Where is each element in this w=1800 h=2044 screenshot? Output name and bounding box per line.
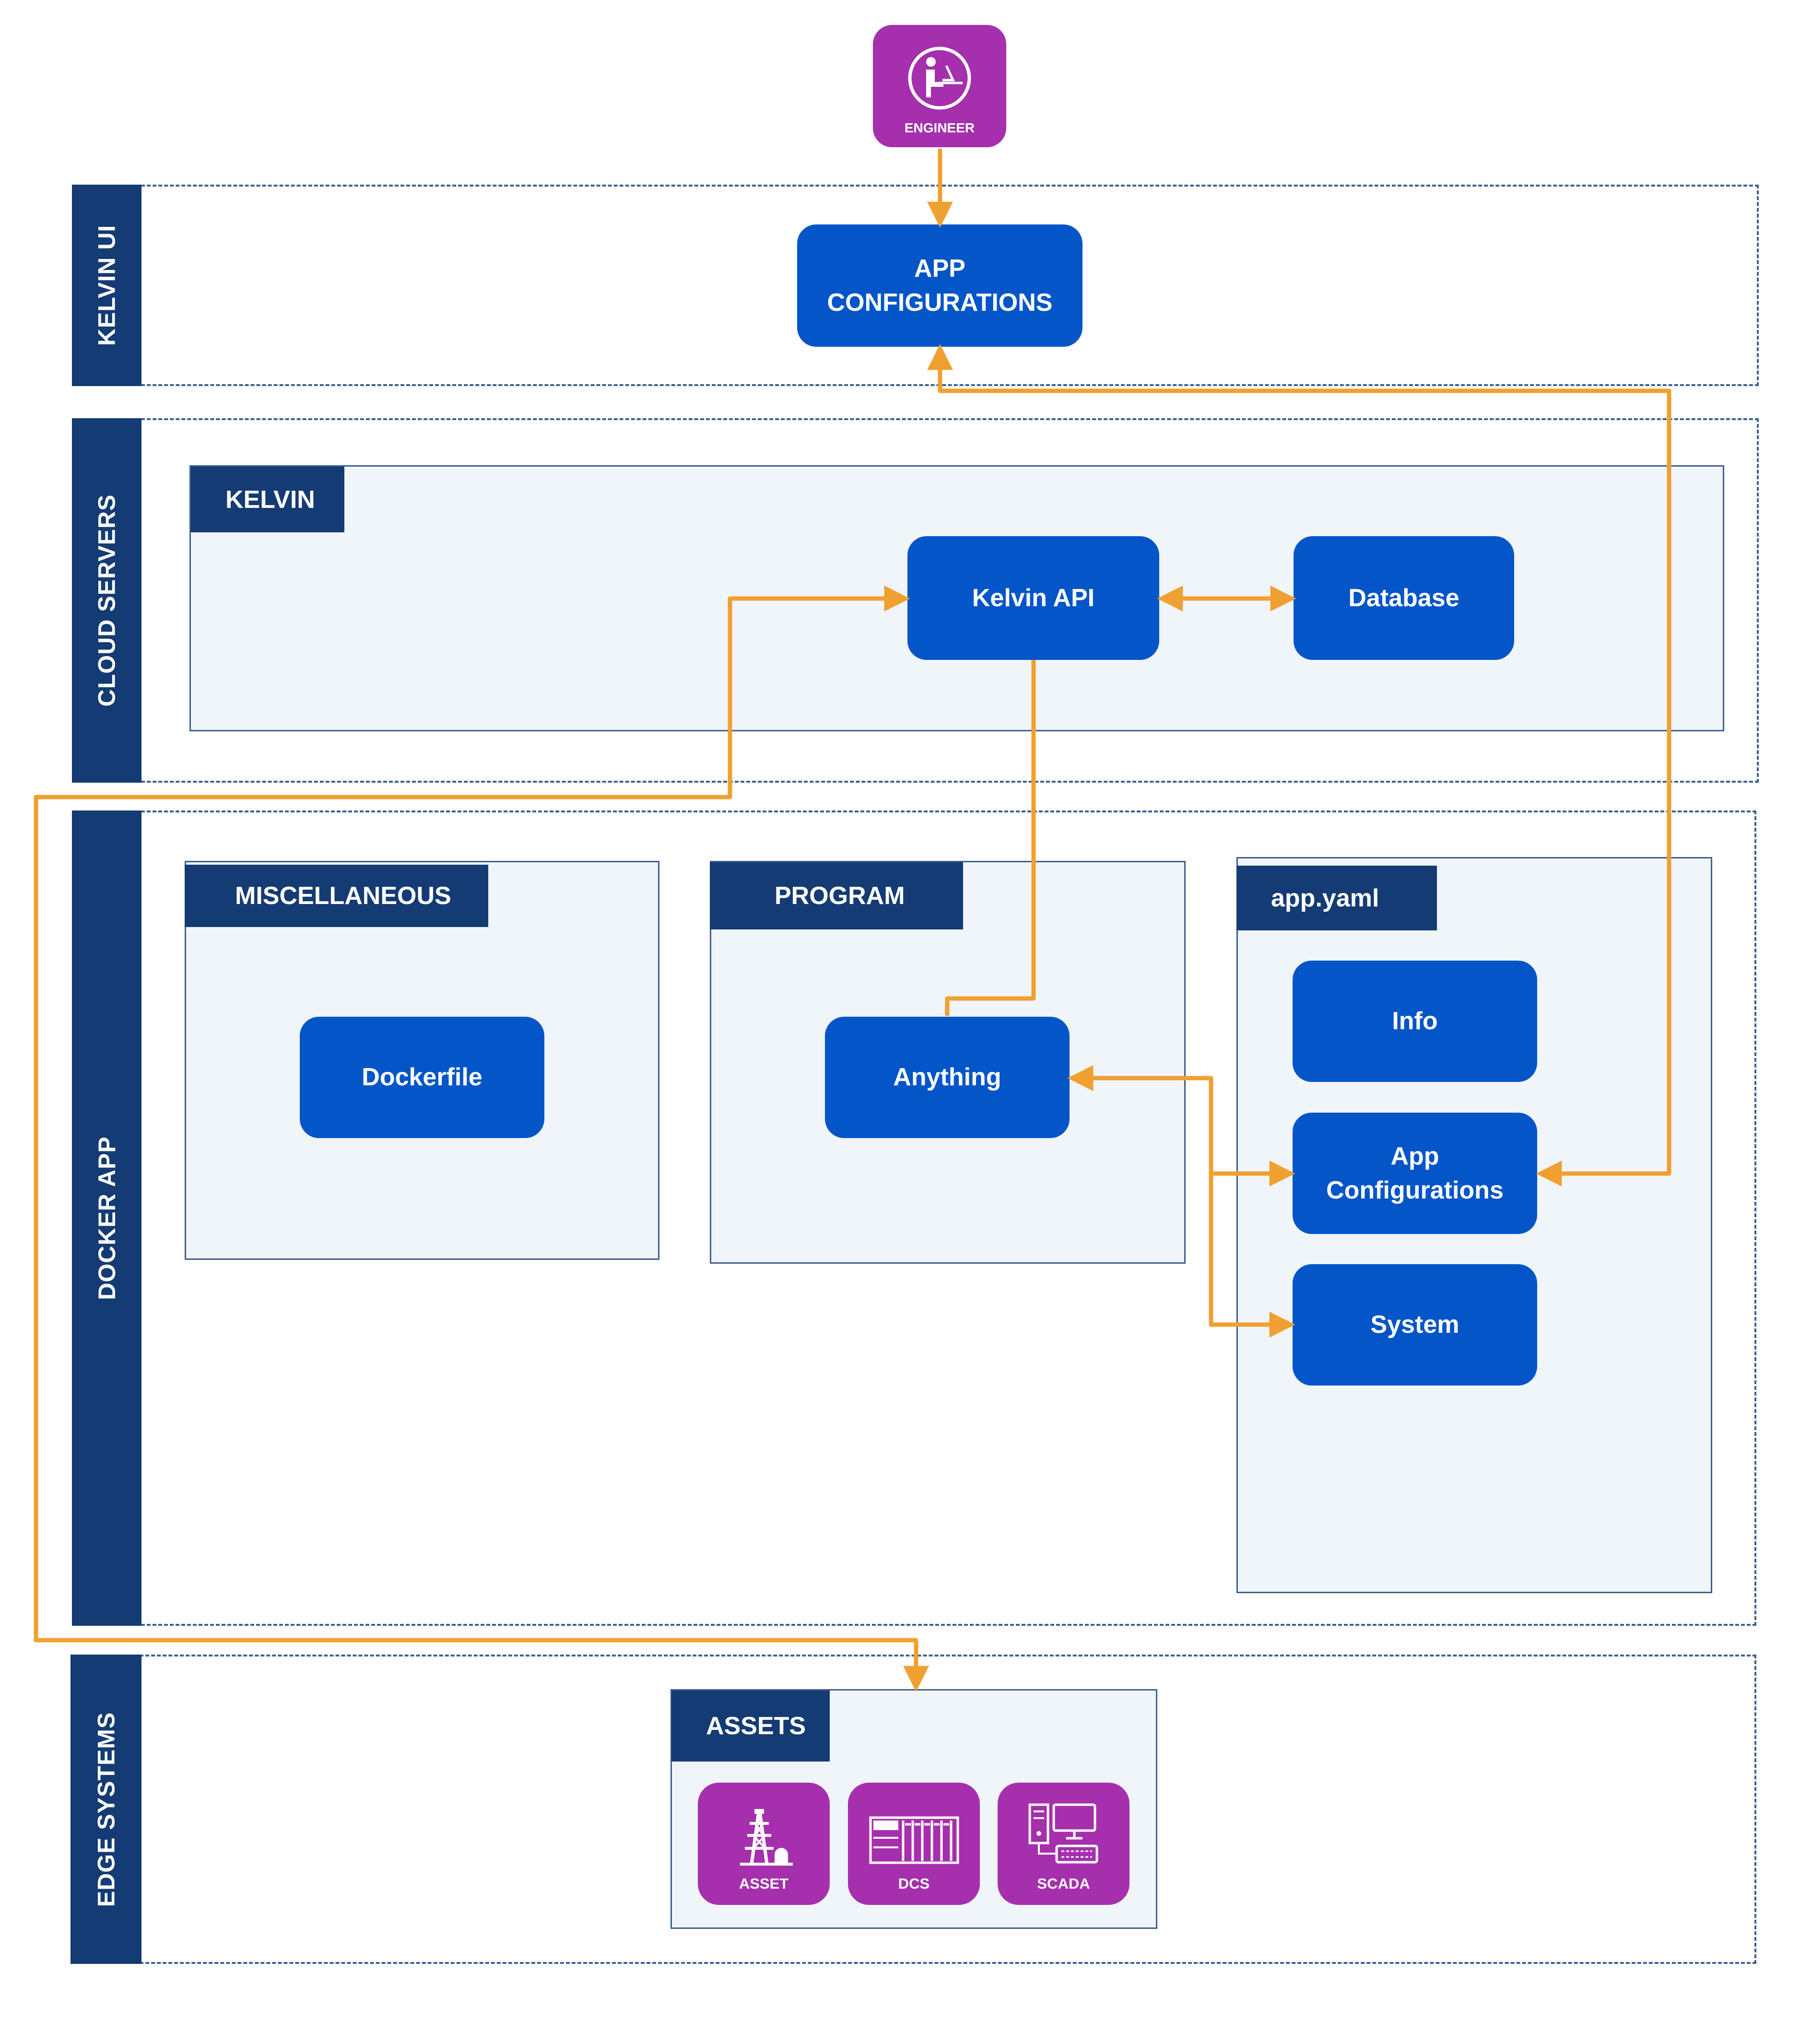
- lane-label-docker-app: DOCKER APP: [72, 811, 141, 1626]
- group-title-assets: ASSETS: [671, 1691, 830, 1762]
- connector-api-to-assets: [34, 586, 929, 1692]
- group-title-miscellaneous: MISCELLANEOUS: [185, 865, 488, 927]
- dcs-node: DCS: [848, 1783, 980, 1905]
- scada-node: SCADA: [998, 1783, 1129, 1905]
- group-title-kelvin: KELVIN: [191, 467, 344, 532]
- engineer-node: ENGINEER: [873, 25, 1006, 147]
- oil-rig-icon: [740, 1809, 793, 1866]
- app-configurations-ui-node: APP CONFIGURATIONS: [797, 224, 1082, 347]
- lane-label-edge-systems: EDGE SYSTEMS: [71, 1655, 141, 1964]
- lane-label-cloud-servers: CLOUD SERVERS: [72, 418, 141, 783]
- system-node: System: [1293, 1264, 1537, 1386]
- asset-node: ASSET: [698, 1783, 830, 1905]
- lane-label-kelvin-ui: KELVIN UI: [72, 185, 141, 386]
- scada-workstation-icon: [1028, 1803, 1098, 1864]
- connector-api-to-anything: [945, 660, 1036, 1016]
- connector-anything-to-yaml: [1067, 1065, 1295, 1338]
- dcs-rack-icon: [869, 1816, 959, 1864]
- dockerfile-node: Dockerfile: [300, 1017, 544, 1138]
- engineer-icon: [908, 47, 971, 110]
- connector-ui-config-to-yaml-config: [927, 344, 1671, 1186]
